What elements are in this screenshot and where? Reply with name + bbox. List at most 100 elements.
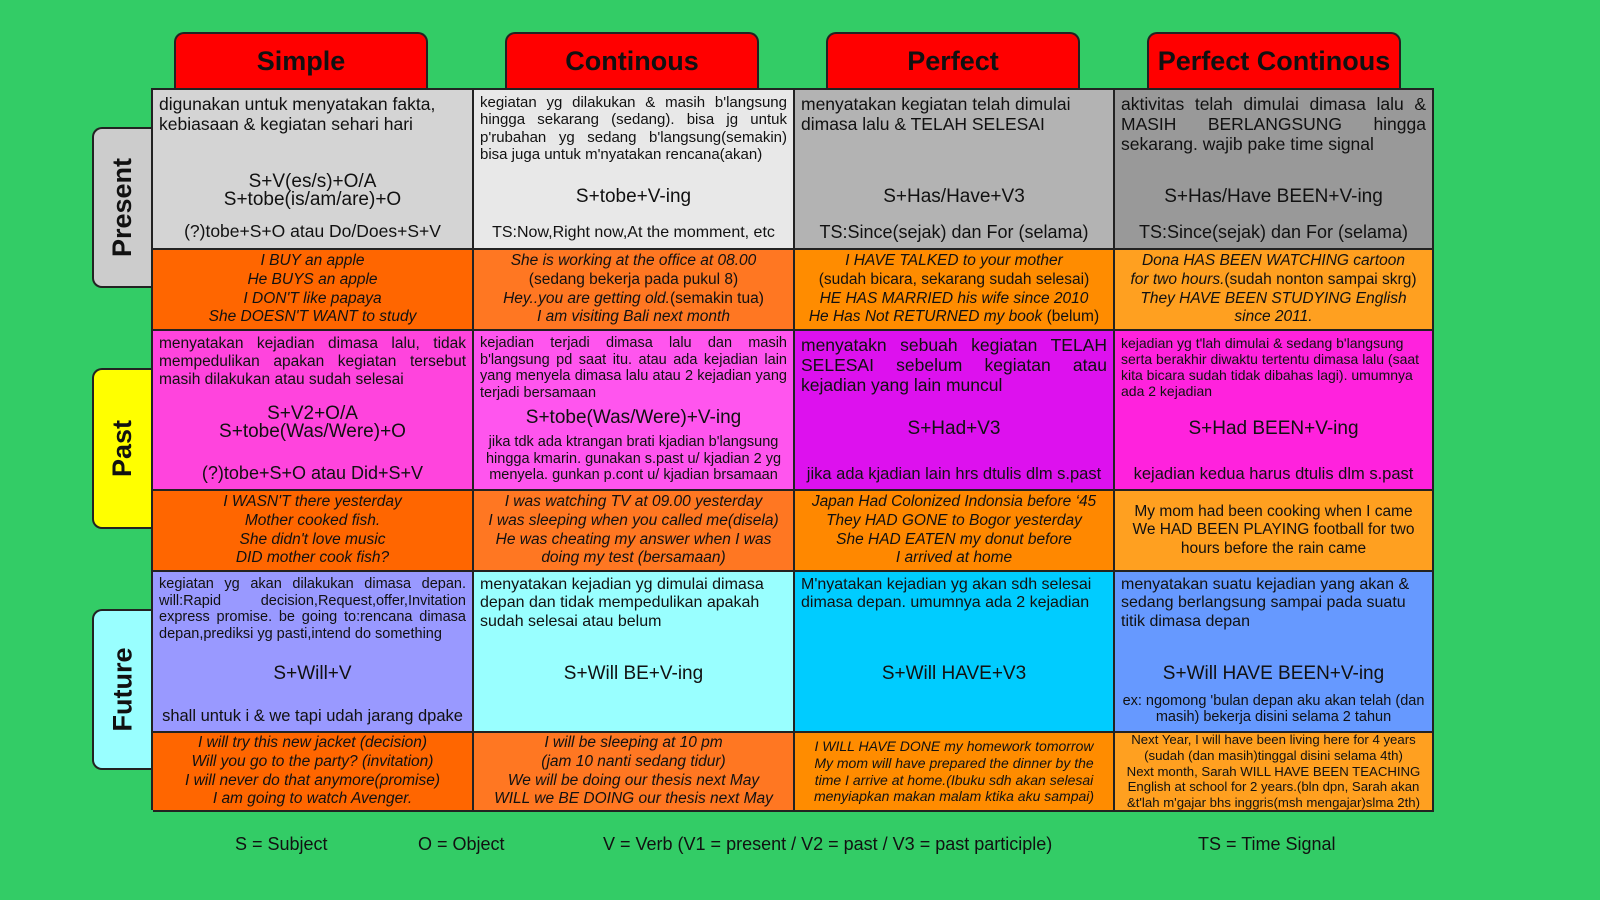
tense-note: ex: ngomong 'bulan depan aku akan telah … (1122, 692, 1425, 725)
formula-line: S+Has/Have+V3 (883, 186, 1025, 208)
example-line: WILL we BE DOING our thesis next May (494, 790, 773, 809)
example-segment: (sudah nonton sampai skrg) (1224, 270, 1417, 288)
example-segment: (sedang bekerja pada pukul 8) (528, 270, 739, 288)
column-header-simple: Simple (174, 32, 428, 88)
tense-note: jika ada kjadian lain hrs dtulis dlm s.p… (806, 464, 1102, 483)
example-line: I will try this new jacket (decision) (198, 734, 427, 753)
tense-description: aktivitas telah dimulai dimasa lalu & MA… (1121, 94, 1426, 155)
example-list: I will try this new jacket (decision)Wil… (153, 733, 472, 810)
example-segment: He BUYS an apple (247, 270, 378, 288)
legend-item: V = Verb (V1 = present / V2 = past / V3 … (603, 834, 1053, 854)
example-segment: I am visiting Bali next month (537, 308, 730, 326)
example-line: (sudah (dan masih)tinggal disini selama … (1144, 748, 1403, 764)
example-line: I will be sleeping at 10 pm (544, 734, 722, 753)
example-line: I WILL HAVE DONE my homework tomorrow (814, 738, 1093, 755)
example-line: I was sleeping when you called me(disela… (488, 512, 778, 531)
tense-note: jika tdk ada ktrangan brati kjadian b'la… (485, 434, 782, 483)
example-line: menyiapkan makan malam ktika aku sampai) (814, 788, 1094, 805)
description-cell: menyatakan suatu kejadian yang akan & se… (1115, 572, 1434, 733)
example-segment: They HAVE BEEN STUDYING English (1140, 289, 1407, 307)
examples-cell: She is working at the office at 08.00(se… (474, 250, 795, 331)
example-segment: Next Year, I will have been living here … (1131, 733, 1416, 747)
example-segment: (sudah bicara, sekarang sudah selesai) (818, 270, 1090, 288)
example-line: She DOESN'T WANT to study (209, 308, 417, 327)
example-line: He Has Not RETURNED my book (belum) (809, 308, 1099, 327)
formula-line: S+tobe(Was/Were)+V-ing (525, 406, 742, 428)
tense-note: TS:Since(sejak) dan For (selama) (819, 221, 1089, 242)
example-segment: We will be doing our thesis next May (507, 771, 760, 789)
example-segment: He was cheating my answer when I was (495, 530, 772, 548)
formula-line: S+Had+V3 (907, 417, 1001, 439)
example-segment: We HAD BEEN PLAYING football for two (1132, 521, 1415, 539)
row-label-future: Future (92, 609, 152, 770)
example-segment: Japan Had Colonized Indonsia before ‘45 (811, 493, 1097, 511)
example-line: for two hours.(sudah nonton sampai skrg) (1130, 271, 1416, 290)
example-line: He was cheating my answer when I was (496, 531, 772, 550)
tense-formula: S+Will BE+V-ing (478, 664, 789, 683)
example-segment: (sudah (dan masih)tinggal disini selama … (1144, 747, 1403, 763)
tense-description: menyatakan kegiatan telah dimulai dimasa… (801, 94, 1071, 135)
row-label-text: Past (107, 419, 138, 478)
example-segment: English at school for 2 years.(bln dpn, … (1127, 779, 1420, 795)
description-cell: kegiatan yg akan dilakukan dimasa depan.… (153, 572, 474, 733)
example-line: English at school for 2 years.(bln dpn, … (1128, 779, 1420, 795)
example-line: doing my test (bersamaan) (541, 549, 725, 568)
example-segment: DID mother cook fish? (235, 549, 390, 567)
example-segment: doing my test (bersamaan) (541, 549, 726, 567)
example-line: We HAD BEEN PLAYING football for two (1133, 521, 1415, 540)
example-line: (jam 10 nanti sedang tidur) (541, 753, 725, 772)
tense-note: (?)tobe+S+O atau Did+S+V (201, 462, 424, 483)
example-segment: My mom will have prepared the dinner by … (814, 754, 1094, 771)
example-line: I DON'T like papaya (243, 290, 381, 309)
example-line: &t'lah m'gajar bhs inggris(msh mengajar)… (1126, 795, 1421, 811)
tense-description: kejadian terjadi dimasa lalu dan masih b… (480, 335, 787, 402)
example-segment: menyiapkan makan malam ktika aku sampai) (813, 788, 1095, 805)
example-line: She didn't love music (240, 531, 386, 550)
example-line: I arrived at home (896, 549, 1012, 568)
example-segment: I HAVE TALKED to your mother (845, 252, 1063, 270)
example-segment: WILL we BE DOING our thesis next May (494, 790, 773, 808)
tense-note: kejadian kedua harus dtulis dlm s.past (1133, 464, 1414, 483)
examples-cell: Next Year, I will have been living here … (1115, 733, 1434, 812)
formula-line: S+V2+O/A (267, 402, 358, 424)
tense-note: TS:Since(sejak) dan For (selama) (1138, 221, 1409, 242)
example-list: I HAVE TALKED to your mother(sudah bicar… (795, 250, 1113, 329)
example-segment: He Has Not RETURNED my book (808, 308, 1043, 326)
formula-line: S+Has/Have BEEN+V-ing (1164, 186, 1383, 208)
example-segment: for two hours. (1130, 270, 1225, 288)
example-segment: She DOESN'T WANT to study (208, 308, 417, 326)
example-line: I HAVE TALKED to your mother (845, 252, 1063, 271)
tense-description: digunakan untuk menyatakan fakta, kebias… (159, 94, 436, 135)
example-line: hours before the rain came (1181, 540, 1366, 559)
example-segment: Hey..you are getting old. (503, 289, 670, 307)
example-segment: I DON'T like papaya (243, 289, 382, 307)
formula-line: S+Had BEEN+V-ing (1188, 417, 1359, 439)
formula-line: S+V(es/s)+O/A (248, 171, 377, 193)
example-line: I was watching TV at 09.00 yesterday (505, 493, 763, 512)
example-line: I BUY an apple (261, 252, 365, 271)
example-segment: &t'lah m'gajar bhs inggris(msh mengajar)… (1126, 795, 1421, 811)
description-cell: kejadian yg t'lah dimulai & sedang b'lan… (1115, 331, 1434, 491)
description-cell: menyatakn sebuah kegiatan TELAH SELESAI … (795, 331, 1115, 491)
description-cell: digunakan untuk menyatakan fakta, kebias… (153, 90, 474, 250)
formula-line: S+tobe+V-ing (575, 186, 692, 208)
formula-line: S+Will HAVE+V3 (881, 662, 1027, 684)
legend-item: TS = Time Signal (1198, 834, 1336, 854)
example-line: She HAD EATEN my donut before (836, 531, 1072, 550)
formula-line: S+Will HAVE BEEN+V-ing (1162, 662, 1385, 684)
tense-formula: S+Will HAVE+V3 (799, 662, 1109, 684)
tense-description: menyatakan suatu kejadian yang akan & se… (1121, 576, 1410, 630)
example-segment: She HAD EATEN my donut before (836, 530, 1072, 548)
description-cell: menyatakan kejadian dimasa lalu, tidak m… (153, 331, 474, 491)
example-list: She is working at the office at 08.00(se… (474, 250, 793, 329)
tense-description: menyatakan kejadian yg dimulai dimasa de… (480, 576, 764, 630)
example-line: They HAD GONE to Bogor yesterday (826, 512, 1082, 531)
example-line: I am visiting Bali next month (537, 308, 730, 327)
